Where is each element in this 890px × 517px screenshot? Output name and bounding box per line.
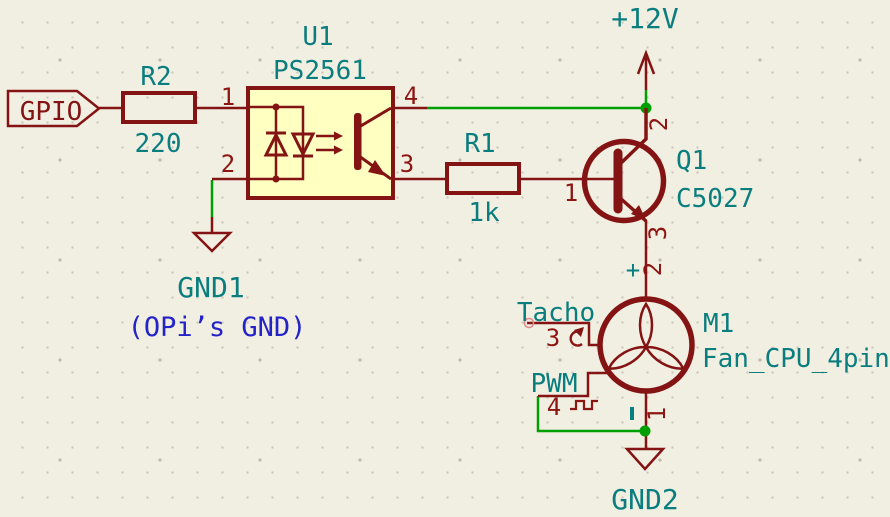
power-12v-label[interactable]: +12V [611, 2, 679, 35]
u1-value[interactable]: PS2561 [273, 56, 367, 86]
fan-blades-icon [606, 301, 686, 370]
opto-inner-junction-bottom [272, 175, 280, 183]
tacho-net-label[interactable]: Tacho [517, 298, 595, 328]
phototransistor-collector [358, 106, 392, 129]
power-flag-12v[interactable]: +12V [611, 2, 679, 90]
fan-m1[interactable]: M1 Fan_CPU_4pin + 2 3 4 1 [546, 256, 890, 421]
light-arrow-1-head [334, 131, 343, 141]
pwm-wire[interactable] [538, 371, 610, 398]
q1-value[interactable]: C5027 [676, 184, 754, 214]
led2-diode-icon [290, 132, 316, 158]
ground-icon-gnd1 [190, 231, 234, 253]
r1-ref[interactable]: R1 [464, 129, 495, 159]
led1-diode-icon [263, 131, 289, 157]
tacho-rotation-arrowhead [574, 327, 584, 337]
optocoupler-u1[interactable]: U1 PS2561 1 2 3 4 [221, 22, 418, 200]
resistor-r1-body[interactable] [445, 162, 521, 195]
q1-pin2-number: 2 [645, 117, 673, 131]
fan-minus-mark [630, 407, 634, 420]
transistor-circle[interactable] [581, 138, 667, 224]
gnd2-label[interactable]: GND2 [611, 483, 678, 516]
q1-ref[interactable]: Q1 [676, 146, 707, 176]
unconnected-end-marker [523, 317, 535, 329]
tacho-rotation-arc [569, 330, 583, 347]
u1-pin4-number: 4 [404, 82, 418, 110]
fan-blade-right [643, 345, 686, 370]
gnd1-label[interactable]: GND1 [177, 271, 244, 304]
m1-pin2-number: 2 [639, 262, 667, 276]
u1-pin3-number: 3 [400, 150, 414, 178]
wire-pwm-to-gnd2[interactable] [536, 396, 645, 433]
u1-pin2-number: 2 [221, 150, 235, 178]
r2-ref[interactable]: R2 [140, 62, 171, 92]
junction-dot-gnd2 [639, 425, 651, 437]
u1-ref[interactable]: U1 [302, 22, 333, 52]
m1-value[interactable]: Fan_CPU_4pin [702, 344, 890, 374]
tacho-wire[interactable] [527, 321, 600, 347]
gnd1-symbol[interactable]: GND1 (OPi’s GND) [128, 217, 307, 343]
ground-icon-gnd2 [624, 447, 666, 471]
transistor-emitter-arrow [631, 205, 646, 220]
m1-pin4-number: 4 [547, 393, 561, 421]
gnd2-symbol[interactable]: GND2 [611, 447, 679, 516]
fan-blade-top [638, 301, 654, 350]
fan-circle[interactable] [597, 296, 695, 394]
gpio-label-outline[interactable] [6, 89, 102, 128]
q1-pin1-number: 1 [564, 179, 578, 207]
opto-inner-junction-top [272, 103, 280, 111]
tacho-rotation-icon [569, 327, 584, 347]
light-arrow-2-head [334, 145, 343, 155]
phototransistor-emitter-arrow [368, 160, 386, 176]
r1-value[interactable]: 1k [468, 198, 500, 228]
m1-pin1-number: 1 [643, 407, 671, 421]
gpio-net-label[interactable]: GPIO [6, 89, 102, 128]
fan-plus-mark: + [626, 256, 640, 284]
q1-pin3-number: 3 [644, 226, 672, 240]
r2-value[interactable]: 220 [135, 129, 182, 159]
optocoupler-body[interactable] [246, 86, 395, 200]
transistor-q1[interactable]: Q1 C5027 1 2 3 [564, 108, 755, 240]
resistor-r2-body[interactable] [121, 91, 197, 124]
m1-pin3-number: 3 [546, 324, 560, 352]
pwm-waveform-icon [570, 399, 598, 411]
transistor-collector [618, 108, 648, 166]
pwm-net-label[interactable]: PWM [531, 369, 578, 399]
phototransistor-base-bar [354, 113, 362, 170]
u1-pin1-number: 1 [221, 83, 235, 111]
gnd1-note: (OPi’s GND) [128, 312, 307, 343]
resistor-r1[interactable]: R1 1k [445, 129, 521, 228]
resistor-r2[interactable]: R2 220 [121, 62, 197, 159]
power-arrow-icon [636, 49, 656, 75]
fan-blade-left [606, 345, 649, 370]
gpio-label-text[interactable]: GPIO [20, 97, 83, 127]
m1-ref[interactable]: M1 [703, 309, 734, 339]
